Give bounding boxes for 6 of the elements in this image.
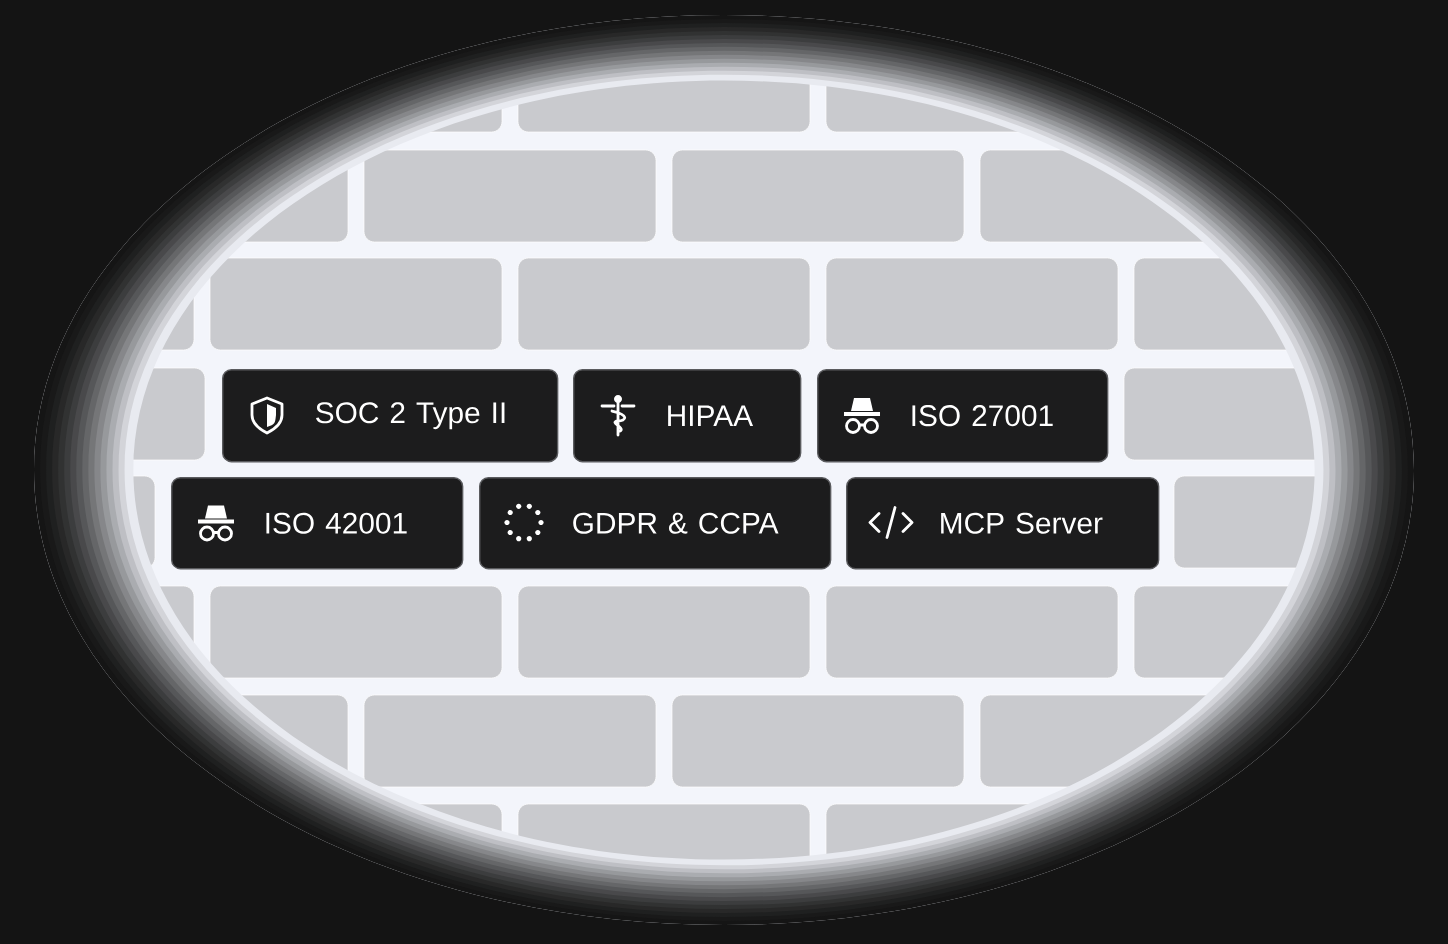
badge: ISO 27001: [817, 369, 1109, 463]
badge: HIPAA: [573, 369, 802, 463]
badge: ISO 42001: [171, 477, 464, 570]
badge: GDPR & CCPA: [479, 477, 832, 570]
badge: MCP Server: [846, 477, 1160, 570]
badge: SOC 2 Type II: [222, 369, 559, 463]
